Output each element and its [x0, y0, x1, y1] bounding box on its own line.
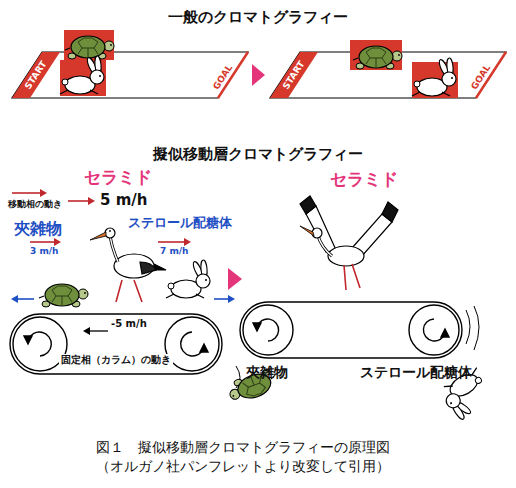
side-arrows: [11, 295, 235, 303]
conveyor-right: [466, 306, 479, 350]
stork: [116, 280, 142, 302]
conveyor-right: [409, 305, 459, 355]
component-name: セラミド: [330, 170, 398, 190]
component-name: 夾雑物: [14, 220, 62, 238]
conveyor-left: [90, 330, 108, 331]
flow-arrows: [158, 241, 184, 243]
component-name: ステロール配糖体: [128, 216, 232, 231]
speed-value: 3 m/h: [30, 246, 58, 256]
track-right: [350, 40, 402, 70]
rabbit: [166, 260, 210, 298]
stork-flying: [344, 264, 360, 290]
track-left: [12, 52, 248, 98]
flow-label: 移動相の動き: [8, 199, 62, 209]
stork-flying: [382, 202, 398, 222]
stationary-phase-label: 固定相（カラム）の動き: [59, 354, 173, 366]
conveyor-left: [165, 317, 219, 371]
conveyor-right: [243, 305, 293, 355]
track-left: [60, 56, 104, 94]
flow-arrows: [30, 241, 54, 243]
stork: [90, 232, 106, 240]
conveyor-left: [200, 344, 208, 352]
speed-value: 7 m/h: [160, 246, 188, 256]
track-left: [12, 52, 60, 98]
track-right: [353, 46, 402, 69]
stork-flying: [318, 236, 332, 256]
goal-text: GOAL: [469, 63, 493, 92]
flow-arrows: [184, 238, 191, 246]
start-text: START: [23, 59, 49, 91]
track-right: [412, 58, 456, 96]
component-name: ステロール配糖体: [360, 364, 472, 380]
next-arrow: [252, 64, 265, 86]
stork-flying: [300, 196, 316, 214]
stork: [110, 236, 118, 262]
conveyor-left: [83, 327, 90, 335]
flow-arrows: [68, 200, 88, 202]
flow-arrows: [40, 189, 47, 197]
conveyor-right: [236, 302, 479, 388]
turtle: [39, 284, 88, 307]
speed-value: -5 m/h: [111, 318, 147, 330]
track-band: START GOAL: [270, 52, 506, 98]
conveyor-right: [253, 323, 261, 331]
speed-value: 5 m/h: [100, 192, 147, 209]
track-right: [270, 52, 318, 98]
stork: [110, 236, 118, 262]
flow-arrows: [54, 238, 61, 246]
flow-arrows: [12, 192, 40, 194]
side-arrows: [11, 295, 18, 303]
stork-flying: [300, 196, 398, 290]
stork-flying: [318, 236, 332, 256]
side-arrows: [228, 295, 235, 303]
figure-title: 一般のクロマトグラフィー: [0, 8, 516, 27]
track-band: START GOAL: [12, 52, 248, 98]
stork: [109, 230, 111, 232]
track-right: [270, 40, 506, 98]
conveyor-right: [240, 302, 462, 358]
flow-arrows: [88, 197, 95, 205]
stork-flying: [300, 226, 314, 236]
start-text: START: [281, 59, 307, 91]
track-left: [64, 30, 114, 60]
track-left: [65, 36, 114, 59]
stork: [105, 228, 115, 238]
figure-caption: 図１ 擬似移動層クロマトグラフィーの原理図 （オルガノ社パンフレットより改変して…: [96, 438, 408, 476]
next-arrow: [228, 268, 242, 290]
goal-text: GOAL: [211, 63, 235, 92]
component-name: 夾雑物: [246, 364, 288, 380]
conveyor-left: [10, 314, 222, 374]
conveyor-left: [24, 336, 32, 344]
stork-flying: [328, 246, 364, 266]
section-title: 擬似移動層クロマトグラフィー: [153, 146, 363, 163]
side-arrows: [214, 298, 228, 300]
conveyor-right: [441, 329, 449, 337]
stork: [140, 262, 156, 274]
track-left: [12, 30, 248, 98]
side-arrows: [18, 298, 34, 300]
component-name: セラミド: [84, 168, 152, 188]
conveyor-left: [10, 314, 222, 374]
stork: [90, 228, 166, 302]
conveyor-node: -5 m/h 固定相（カラム）の動き: [10, 312, 222, 376]
